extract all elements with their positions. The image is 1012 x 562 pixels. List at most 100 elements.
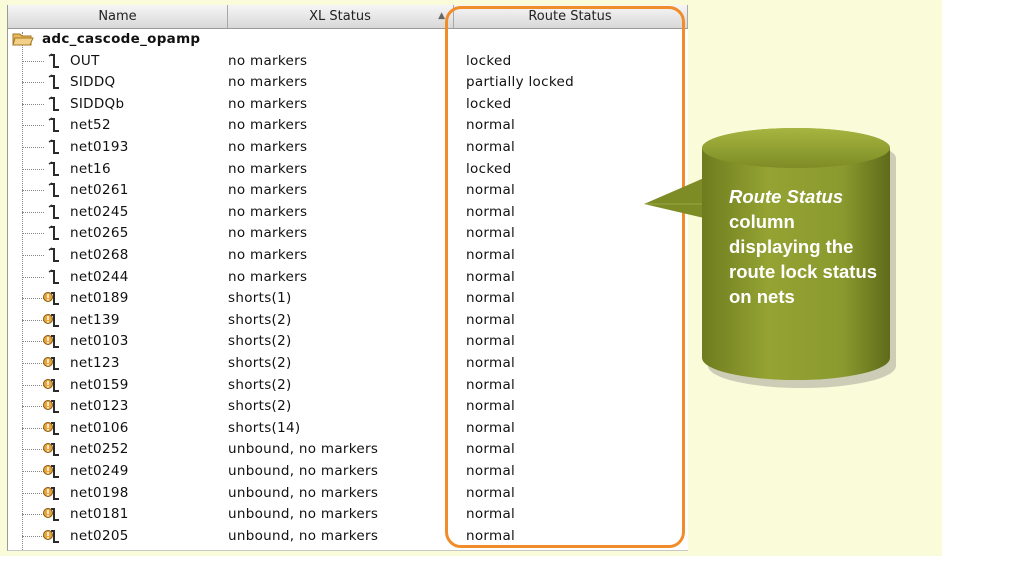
- tree-branch-line: [22, 190, 44, 192]
- route-status-cell: normal: [466, 527, 516, 544]
- xl-status-cell: shorts(2): [228, 333, 292, 350]
- net-marker-icon: [42, 505, 62, 529]
- callout-bubble: [644, 128, 896, 388]
- column-header-name-label: Name: [98, 9, 137, 24]
- xl-status-cell: no markers: [228, 160, 308, 177]
- net-icon: [44, 52, 62, 75]
- callout-emphasis: Route Status: [729, 186, 844, 207]
- net-name: net0252: [70, 441, 129, 458]
- route-status-cell: normal: [466, 484, 516, 501]
- net-name: SIDDQ: [70, 74, 116, 91]
- table-row[interactable]: net0181 unbound, no markers normal: [8, 503, 688, 525]
- net-marker-icon: [42, 332, 62, 356]
- table-row[interactable]: net52 no markers normal: [8, 114, 688, 136]
- net-name: net0181: [70, 506, 129, 523]
- tree-branch-line: [22, 384, 44, 386]
- net-icon: [44, 160, 62, 183]
- route-status-cell: normal: [466, 463, 516, 479]
- column-header-xl-status-label: XL Status: [309, 9, 371, 24]
- tree-branch-line: [22, 492, 44, 494]
- tree-branch-line: [22, 341, 44, 343]
- xl-status-cell: shorts(2): [228, 398, 292, 415]
- route-status-cell: normal: [466, 441, 516, 458]
- tree-branch-line: [22, 471, 44, 472]
- tree-branch-line: [22, 406, 44, 408]
- xl-status-cell: unbound, no markers: [228, 506, 379, 523]
- folder-open-icon[interactable]: [12, 31, 34, 51]
- net-icon: [44, 74, 62, 96]
- tree-branch-line: [22, 298, 44, 300]
- column-header-route-status[interactable]: Route Status: [453, 5, 688, 28]
- route-status-cell: locked: [466, 52, 512, 69]
- route-status-cell: normal: [466, 203, 516, 220]
- net-icon: [44, 182, 62, 204]
- net-name: net123: [70, 355, 120, 371]
- xl-status-cell: unbound, no markers: [228, 527, 379, 544]
- table-row[interactable]: net0123 shorts(2) normal: [8, 395, 688, 417]
- net-icon: [44, 204, 62, 226]
- route-status-cell: normal: [466, 333, 516, 350]
- xl-status-cell: shorts(1): [228, 290, 292, 307]
- net-name: net0268: [70, 247, 129, 263]
- tree-branch-line: [22, 211, 44, 213]
- net-name: net0159: [70, 376, 129, 393]
- tree-branch-line: [22, 168, 44, 170]
- route-status-cell: normal: [466, 117, 516, 134]
- sort-ascending-icon: ▲: [438, 11, 445, 21]
- net-name: net0106: [70, 419, 129, 436]
- column-header: Name XL Status ▲ Route Status: [8, 5, 688, 29]
- column-header-name[interactable]: Name: [8, 5, 228, 28]
- net-marker-icon: [42, 311, 62, 335]
- route-status-cell: normal: [466, 225, 516, 242]
- tree-connector-line: [22, 32, 23, 550]
- route-status-cell: partially locked: [466, 74, 574, 91]
- xl-status-cell: no markers: [228, 74, 308, 91]
- tree-branch-line: [22, 255, 44, 256]
- tree-root-name: adc_cascode_opamp: [42, 31, 201, 47]
- net-name: net0193: [70, 139, 129, 155]
- route-status-cell: normal: [466, 182, 516, 199]
- net-tree-view[interactable]: Name XL Status ▲ Route Status adc_cascod…: [7, 5, 688, 551]
- net-marker-icon: [42, 484, 62, 508]
- tree-root-row[interactable]: adc_cascode_opamp: [8, 28, 688, 50]
- net-marker-icon: [42, 527, 62, 550]
- net-name: net0123: [70, 398, 129, 415]
- xl-status-cell: unbound, no markers: [228, 463, 379, 479]
- xl-status-cell: no markers: [228, 225, 308, 242]
- route-status-cell: normal: [466, 398, 516, 415]
- xl-status-cell: unbound, no markers: [228, 484, 379, 501]
- tree-branch-line: [22, 82, 44, 84]
- xl-status-cell: no markers: [228, 117, 308, 134]
- tree-branch-line: [22, 427, 44, 429]
- column-header-xl-status[interactable]: XL Status ▲: [227, 5, 454, 28]
- net-marker-icon: [42, 440, 62, 464]
- route-status-cell: normal: [466, 355, 516, 371]
- xl-status-cell: no markers: [228, 247, 308, 263]
- xl-status-cell: shorts(2): [228, 376, 292, 393]
- net-name: net139: [70, 311, 120, 328]
- route-status-cell: normal: [466, 506, 516, 523]
- callout-text: Route Status column displaying the route…: [729, 184, 889, 309]
- net-marker-icon: [42, 376, 62, 400]
- table-row[interactable]: SIDDQ no markers partially locked: [8, 71, 688, 93]
- net-name: net52: [70, 117, 111, 134]
